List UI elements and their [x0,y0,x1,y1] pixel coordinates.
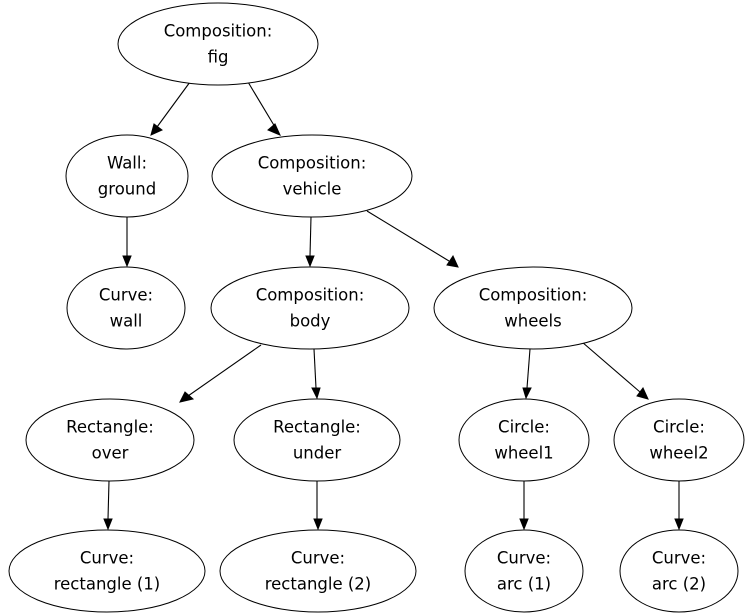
graph-node-wheel1[interactable]: Circle: wheel1 [458,398,590,482]
arrowhead-icon [446,254,459,268]
edge-line [156,81,191,128]
node-label-type-over: Rectangle: [66,418,154,437]
arrowhead-icon [674,518,684,531]
graph-node-wheels[interactable]: Composition: wheels [433,266,633,350]
graph-edge-body-to-under [311,348,321,400]
node-ellipse-over[interactable] [25,398,195,482]
node-label-name-rect2: rectangle (2) [265,575,372,594]
node-ellipse-rect1[interactable] [8,529,206,613]
arrowhead-icon [519,518,529,531]
node-label-type-wall: Curve: [99,286,153,305]
node-label-type-rect2: Curve: [291,549,345,568]
graph-node-body[interactable]: Composition: body [210,266,410,350]
arrowhead-icon [636,387,649,400]
node-label-name-body: body [290,312,331,331]
graph-edge-under-to-rect2 [313,481,323,531]
node-ellipse-arc1[interactable] [464,529,584,613]
graph-node-rect2[interactable]: Curve: rectangle (2) [219,529,417,613]
node-ellipse-fig[interactable] [117,2,319,86]
arrowhead-icon [522,387,532,400]
edge-line [313,348,317,389]
node-ellipse-wheels[interactable] [433,266,633,350]
graph-node-under[interactable]: Rectangle: under [233,398,401,482]
node-ellipse-wall[interactable] [66,266,186,350]
node-label-name-fig: fig [208,48,229,67]
graph-node-arc2[interactable]: Curve: arc (2) [619,529,739,613]
node-label-name-wheel2: wheel2 [649,444,708,463]
node-label-name-over: over [92,444,129,463]
node-ellipse-wheel1[interactable] [458,398,590,482]
node-ellipse-rect2[interactable] [219,529,417,613]
arrowhead-icon [122,255,132,268]
node-label-type-wheel1: Circle: [498,418,550,437]
node-label-name-vehicle: vehicle [283,180,342,199]
node-ellipse-body[interactable] [210,266,410,350]
graph-edge-wheel1-to-arc1 [519,481,529,531]
node-ellipse-under[interactable] [233,398,401,482]
graph-edge-ground-to-wall [122,217,132,268]
node-label-name-wheel1: wheel1 [494,444,553,463]
edge-line [187,344,262,397]
node-label-name-wall: wall [110,312,143,331]
node-label-type-rect1: Curve: [80,549,134,568]
nodes-layer: Composition:figWall:groundComposition:ve… [8,2,745,613]
node-ellipse-wheel2[interactable] [613,398,745,482]
graph-node-rect1[interactable]: Curve: rectangle (1) [8,529,206,613]
graph-node-vehicle[interactable]: Composition: vehicle [211,134,413,218]
arrowhead-icon [311,387,321,400]
node-label-type-fig: Composition: [164,22,273,41]
graph-edge-fig-to-ground [150,81,191,136]
node-label-name-arc2: arc (2) [652,575,706,594]
node-label-name-rect1: rectangle (1) [54,575,161,594]
node-label-type-vehicle: Composition: [258,154,367,173]
node-label-name-ground: ground [98,180,156,199]
edge-line [526,348,531,389]
node-label-name-under: under [293,444,342,463]
arrowhead-icon [150,123,163,136]
node-label-name-arc1: arc (1) [497,575,551,594]
graph-edge-wheel2-to-arc2 [674,481,684,531]
graph-node-fig[interactable]: Composition: fig [117,2,319,86]
graph-node-wall[interactable]: Curve: wall [66,266,186,350]
graph-node-arc1[interactable]: Curve: arc (1) [464,529,584,613]
graph-edge-body-to-over [179,344,262,403]
edge-line [309,216,312,257]
edge-line [107,480,110,520]
edge-line [247,81,276,128]
node-ellipse-ground[interactable] [65,134,189,218]
node-label-type-body: Composition: [256,286,365,305]
arrowhead-icon [103,518,113,531]
node-label-type-arc1: Curve: [497,549,551,568]
arrowhead-icon [267,123,281,136]
node-label-name-wheels: wheels [504,312,561,331]
graph-node-wheel2[interactable]: Circle: wheel2 [613,398,745,482]
edge-line [581,341,641,393]
node-ellipse-vehicle[interactable] [211,134,413,218]
graph-edge-vehicle-to-body [305,216,315,268]
arrowhead-icon [179,391,195,403]
graph-node-over[interactable]: Rectangle: over [25,398,195,482]
graph-edge-fig-to-vehicle [247,81,281,136]
graph-edge-vehicle-to-wheels [366,210,459,268]
node-label-type-wheels: Composition: [479,286,588,305]
node-ellipse-arc2[interactable] [619,529,739,613]
node-label-type-arc2: Curve: [652,549,706,568]
graph-edge-wheels-to-wheel1 [522,348,532,400]
graph-edge-wheels-to-wheel2 [581,341,649,400]
node-label-type-under: Rectangle: [273,418,361,437]
arrowhead-icon [313,518,323,531]
node-label-type-wheel2: Circle: [653,418,705,437]
graph-edge-over-to-rect1 [103,480,113,531]
edges-layer [103,81,684,531]
edge-line [366,210,450,262]
node-label-type-ground: Wall: [107,154,147,173]
arrowhead-icon [305,255,315,268]
graph-node-ground[interactable]: Wall: ground [65,134,189,218]
